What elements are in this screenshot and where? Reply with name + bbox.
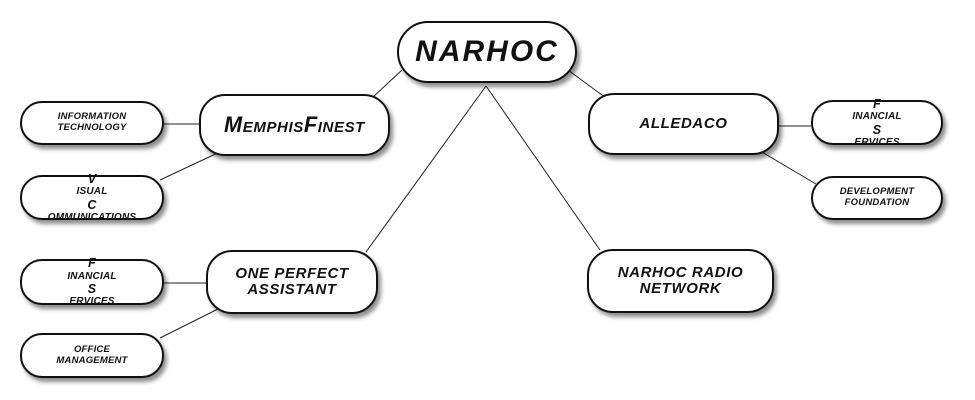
node-development-foundation-label: DEVELOPMENT FOUNDATION — [839, 186, 915, 208]
node-office-management: OFFICE MANAGEMENT — [20, 333, 164, 378]
node-memphisfinest-label: MEMPHISFINEST — [224, 111, 365, 137]
link-memphis-vc — [159, 149, 225, 181]
node-alledaco-label: ALLEDACO — [639, 115, 728, 133]
node-narhoc-label: NARHOC — [415, 35, 559, 69]
node-one-perfect-assistant-label: ONE PERFECT ASSISTANT — [235, 265, 349, 298]
link-root-radio — [485, 85, 601, 251]
link-root-alledaco — [567, 69, 607, 99]
node-information-technology-label: INFORMATION TECHNOLOGY — [57, 111, 127, 133]
node-information-technology: INFORMATION TECHNOLOGY — [20, 101, 164, 145]
link-alledaco-dev — [761, 151, 817, 185]
node-narhoc: NARHOC — [397, 21, 577, 83]
link-root-opa — [365, 85, 487, 253]
link-root-memphis — [371, 69, 403, 99]
node-one-perfect-assistant: ONE PERFECT ASSISTANT — [206, 250, 378, 314]
node-development-foundation: DEVELOPMENT FOUNDATION — [811, 176, 943, 220]
node-memphisfinest: MEMPHISFINEST — [199, 94, 390, 156]
node-narhoc-radio-network-label: NARHOC RADIO NETWORK — [617, 264, 744, 297]
node-narhoc-radio-network: NARHOC RADIO NETWORK — [587, 249, 774, 313]
link-opa-om — [159, 307, 221, 339]
node-office-management-label: OFFICE MANAGEMENT — [56, 343, 128, 366]
node-alledaco: ALLEDACO — [588, 93, 779, 155]
